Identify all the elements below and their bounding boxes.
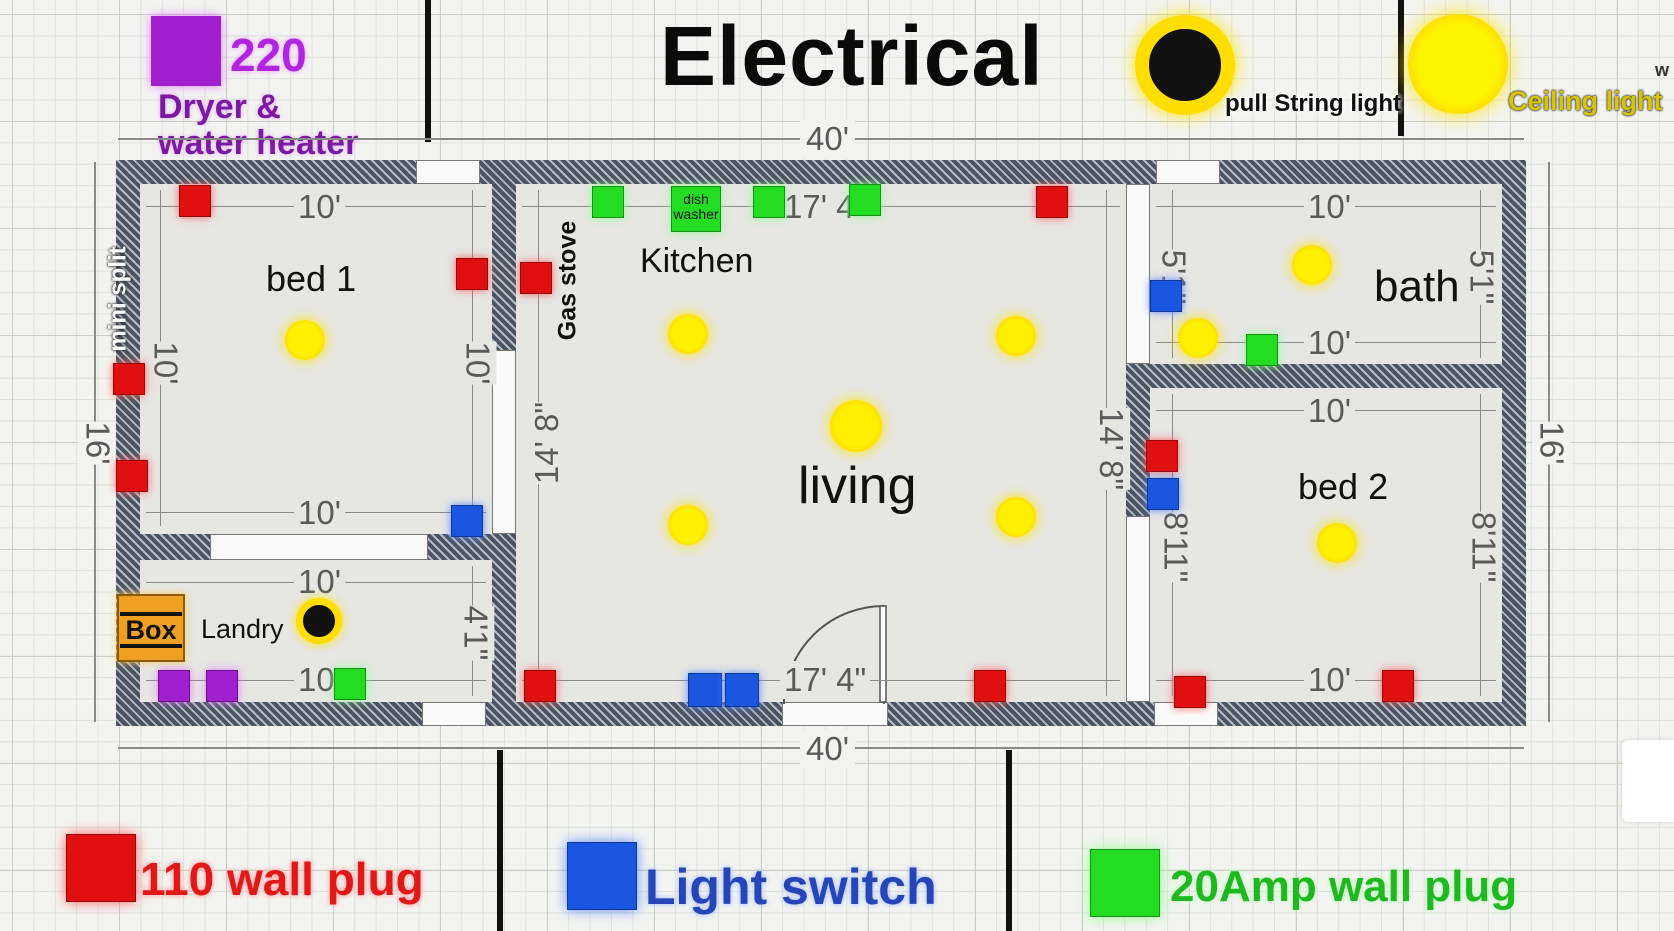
light-switch-bath [1150,280,1182,312]
dim-living-bottom: 17' 4" [780,661,871,699]
plug-20amp-kitchen-3 [849,184,881,216]
plug-110-bed1-top [179,185,211,217]
pull-string-light-laundry [296,598,342,644]
ceiling-light-kitchen-right [996,316,1036,356]
ceiling-light-bath-lower [1178,318,1218,358]
door-bed2-living [1126,516,1150,702]
dim-bed1-left: 10' [146,341,185,385]
ceiling-light-bed2 [1317,523,1357,563]
door-bath-living [1126,184,1150,364]
plug-20amp-kitchen-1 [592,186,624,218]
window-laundry-bottom [422,702,486,726]
label-box: Box [120,612,182,648]
ceiling-light-bed1 [285,320,325,360]
legend-20amp-swatch [1090,849,1160,917]
plug-110-bed1-right [456,258,488,290]
light-switch-entry-1 [688,673,722,707]
plug-110-kitchen-stove [520,262,552,294]
plug-110-living-right [974,670,1006,702]
light-switch-bed2 [1147,478,1179,510]
label-dishwasher: dish washer [673,191,719,222]
dim-laundry-right: 4'1" [456,605,495,661]
room-label-living: living [798,457,917,515]
dim-laundry-top: 10' [294,563,346,601]
plug-20amp-bath [1246,334,1278,366]
dim-bed1-top: 10' [294,188,346,226]
dim-bed2-right: 8'11" [1464,511,1503,583]
legend-110-swatch [66,834,136,902]
legend-pull-string-label: pull String light [1225,90,1401,117]
front-door-opening [782,702,888,726]
plug-20amp-laundry [334,668,366,700]
window-bed1-top [416,160,480,184]
room-label-bed1: bed 1 [266,258,357,299]
ceiling-light-living-right [996,497,1036,537]
room-living-kitchen [516,184,1126,702]
plug-110-bed2-wall [1146,440,1178,472]
legend-110-label: 110 wall plug [140,853,424,905]
plug-110-bed2-bottom-right [1382,670,1414,702]
dim-bed2-bottom: 10' [1304,661,1356,699]
legend-edge-letter: w [1655,60,1670,80]
room-label-laundry: Landry [201,614,284,644]
dim-living-left: 14' 8" [528,401,567,485]
electrical-box [117,594,185,662]
dim-bath-bottom: 10' [1304,324,1356,362]
legend-switch-swatch [567,842,637,910]
legend-switch-label: Light switch [645,859,937,915]
room-label-bath: bath [1374,262,1460,311]
ceiling-light-bath-upper [1292,245,1332,285]
room-bed1 [140,184,492,534]
plug-110-living-left [524,670,556,702]
plug-20amp-kitchen-2 [753,186,785,218]
page-title: Electrical [660,9,1044,103]
label-mini-split: mini split [104,246,132,352]
legend-220-desc-line1: Dryer & [158,88,281,126]
plug-220-laundry-1 [158,670,190,702]
dim-bed2-top: 10' [1304,392,1356,430]
dim-overall-bottom: 40' [800,730,856,768]
dim-overall-left: 16' [78,421,117,465]
legend-20amp-label: 20Amp wall plug [1170,862,1518,911]
dishwasher-outlet [671,186,721,232]
legend-220-value: 220 [230,29,307,81]
plug-110-bed1-left-lower [116,460,148,492]
header-divider-left [425,0,431,142]
door-bed1-laundry [210,534,428,560]
room-label-bed2: bed 2 [1298,466,1389,507]
dim-kitchen-top: 17' 4" [780,188,871,226]
footer-divider-left [497,750,503,931]
plug-110-kitchen-right [1036,186,1068,218]
edge-panel [1622,740,1674,822]
label-gas-stove: Gas stove [553,220,582,341]
dim-bed1-bottom: 10' [294,494,346,532]
ceiling-light-living-center [830,400,882,452]
ceiling-light-kitchen-left [668,314,708,354]
window-bath-top [1156,160,1220,184]
light-switch-bed1 [451,505,483,537]
plug-220-laundry-2 [206,670,238,702]
dim-bath-top: 10' [1304,188,1356,226]
header-divider-right [1398,0,1404,136]
room-label-kitchen: Kitchen [640,242,754,280]
pull-string-light-icon [1135,15,1235,115]
ceiling-light-living-left [668,505,708,545]
ceiling-light-legend-icon [1408,14,1508,114]
legend-ceiling-light-label: Ceiling light [1508,86,1663,116]
dim-bath-right: 5'1" [1462,249,1501,305]
legend-220-swatch [151,16,221,86]
dim-overall-top: 40' [800,120,856,158]
footer-divider-right [1006,750,1012,931]
dim-overall-right: 16' [1532,421,1571,465]
dim-bed1-right: 10' [458,341,497,385]
legend-220-desc-line2: water heater [158,124,359,162]
plug-110-bed2-bottom-left [1174,676,1206,708]
light-switch-entry-2 [725,673,759,707]
dim-bed2-left: 8'11" [1156,511,1195,583]
plug-110-bed1-left-upper [113,363,145,395]
dim-living-right: 14' 8" [1092,407,1131,491]
